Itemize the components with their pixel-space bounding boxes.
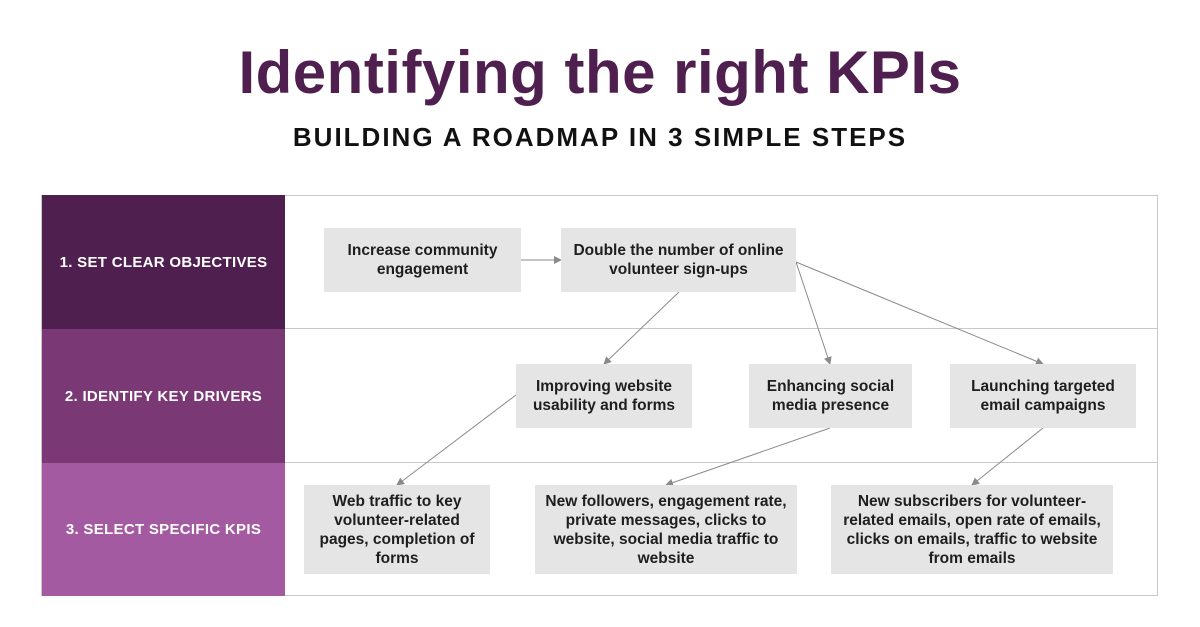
arrow-signups-to-social bbox=[795, 261, 832, 365]
row-divider bbox=[285, 462, 1158, 463]
node-driver-email: Launching targeted email campaigns bbox=[950, 364, 1136, 428]
diagram-frame bbox=[41, 195, 1158, 596]
arrow-signups-to-website bbox=[603, 291, 680, 365]
node-objective-community: Increase community engagement bbox=[324, 228, 521, 292]
arrow-signups-to-email bbox=[795, 261, 1044, 366]
node-driver-social: Enhancing social media presence bbox=[749, 364, 912, 428]
node-kpi-social: New followers, engagement rate, private … bbox=[535, 485, 797, 574]
arrow-email-to-emailkpi bbox=[971, 427, 1044, 486]
node-kpi-web: Web traffic to key volunteer-related pag… bbox=[304, 485, 490, 574]
arrow-social-to-socialkpi bbox=[665, 427, 831, 487]
row-label-drivers: 2. IDENTIFY KEY DRIVERS bbox=[42, 329, 285, 463]
page-subtitle: BUILDING A ROADMAP IN 3 SIMPLE STEPS bbox=[292, 122, 908, 152]
arrow-website-to-webkpi bbox=[396, 394, 517, 486]
row-label-objectives: 1. SET CLEAR OBJECTIVES bbox=[42, 195, 285, 329]
node-objective-signups: Double the number of online volunteer si… bbox=[561, 228, 796, 292]
node-driver-website: Improving website usability and forms bbox=[516, 364, 692, 428]
row-label-kpis: 3. SELECT SPECIFIC KPIS bbox=[42, 463, 285, 596]
row-divider bbox=[285, 328, 1158, 329]
node-kpi-email: New subscribers for volunteer-related em… bbox=[831, 485, 1113, 574]
page-title: Identifying the right KPIs bbox=[238, 39, 962, 106]
